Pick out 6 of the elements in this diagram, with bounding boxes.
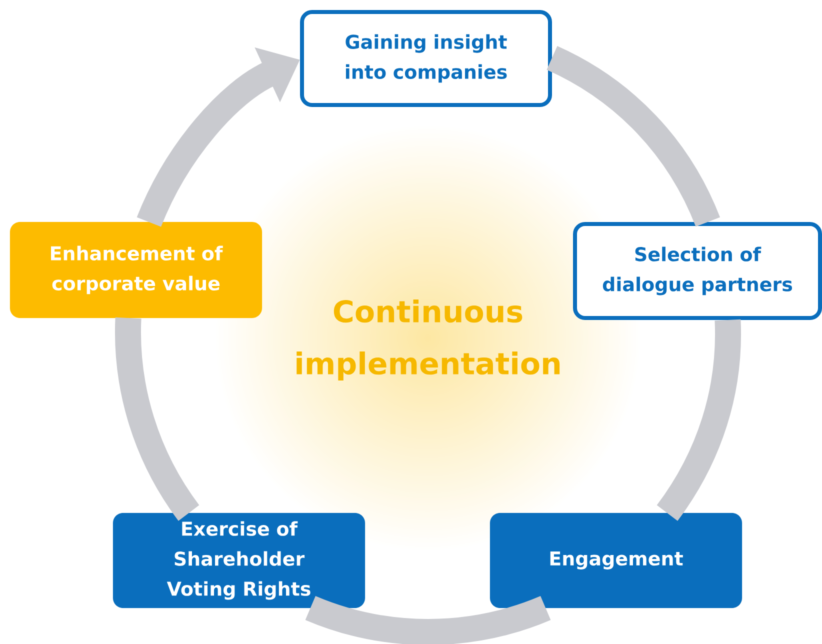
- process-box: Engagement: [490, 512, 742, 608]
- process-box: Selection of dialogue partners: [573, 222, 822, 320]
- center-label: Continuous implementation: [296, 299, 560, 380]
- process-box: Exercise of Shareholder Voting Rights: [112, 512, 366, 608]
- process-box: Enhancement of corporate value: [10, 222, 262, 318]
- process-box: Gaining insight into companies: [300, 10, 552, 107]
